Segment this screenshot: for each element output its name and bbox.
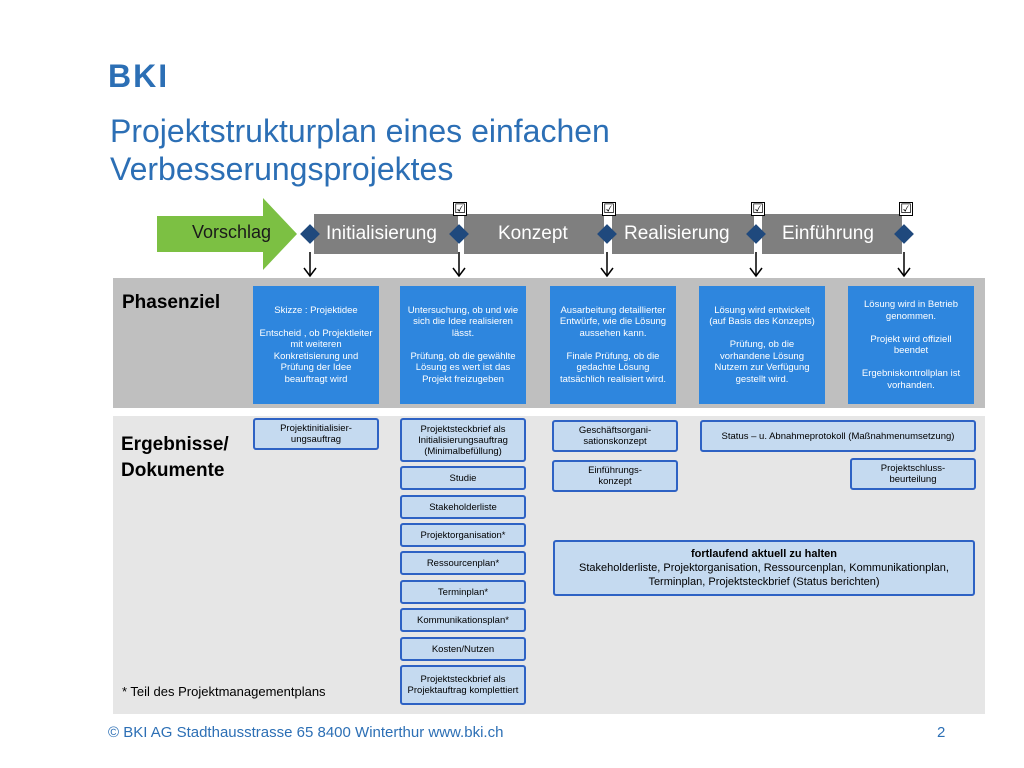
section-label-ergebnisse: Ergebnisse/ Dokumente: [121, 432, 229, 484]
page-title-line1: Projektstrukturplan eines einfachen: [110, 113, 610, 149]
arrow-down-icon: [600, 252, 614, 278]
doc-fortlaufend-title: fortlaufend aktuell zu halten: [690, 548, 838, 560]
arrow-down-icon: [303, 252, 317, 278]
doc-fortlaufend: fortlaufend aktuell zu halten Stakeholde…: [553, 540, 975, 596]
vorschlag-arrow: [157, 198, 297, 270]
checkbox-checked-icon: ☑: [602, 201, 616, 216]
goal-box-abschluss: Lösung wird in Betrieb genommen. Projekt…: [848, 286, 974, 404]
phase-einfuehrung: Einführung: [762, 214, 902, 254]
checkbox-checked-icon: ☑: [899, 201, 913, 216]
page-title-line2: Verbesserungsprojektes: [110, 151, 454, 187]
goal-box-einfuehrung: Lösung wird entwickelt (auf Basis des Ko…: [699, 286, 825, 404]
phase-realisierung-label: Realisierung: [624, 223, 730, 244]
arrow-down-icon: [897, 252, 911, 278]
checkbox-checked-icon: ☑: [453, 201, 467, 216]
doc-projektschlussbeurteilung: Projektschluss- beurteilung: [850, 458, 976, 490]
checkbox-checked-icon: ☑: [751, 201, 765, 216]
bki-logo: BKI: [108, 58, 170, 94]
phase-einfuehrung-label: Einführung: [782, 223, 874, 244]
doc-stakeholderliste: Stakeholderliste: [400, 495, 526, 519]
goal-box-realisierung: Ausarbeitung detaillierter Entwürfe, wie…: [550, 286, 676, 404]
doc-fortlaufend-body: Stakeholderliste, Projektorganisation, R…: [579, 562, 949, 588]
doc-projektorganisation: Projektorganisation*: [400, 523, 526, 547]
section-label-phasenziel: Phasenziel: [122, 292, 221, 313]
doc-projektinitialisierungsauftrag: Projektinitialisier- ungsauftrag: [253, 418, 379, 450]
doc-status-abnahmeprotokoll: Status – u. Abnahmeprotokoll (Maßnahmenu…: [700, 420, 976, 452]
doc-kosten-nutzen: Kosten/Nutzen: [400, 637, 526, 661]
doc-terminplan: Terminplan*: [400, 580, 526, 604]
doc-geschaeftsorganisationskonzept: Geschäftsorgani- sationskonzept: [552, 420, 678, 452]
doc-einfuehrungskonzept: Einführungs- konzept: [552, 460, 678, 492]
doc-ressourcenplan: Ressourcenplan*: [400, 551, 526, 575]
phase-initialisierung: Initialisierung: [314, 214, 458, 254]
page-title: Projektstrukturplan eines einfachen Verb…: [110, 112, 810, 188]
phase-konzept: Konzept: [464, 214, 604, 254]
doc-studie: Studie: [400, 466, 526, 490]
doc-projektsteckbrief-initialisierung: Projektsteckbrief als Initialisierungsau…: [400, 418, 526, 462]
doc-kommunikationsplan: Kommunikationsplan*: [400, 608, 526, 632]
footer-text: © BKI AG Stadthausstrasse 65 8400 Winter…: [108, 724, 504, 741]
phase-initialisierung-label: Initialisierung: [326, 223, 437, 244]
phase-konzept-label: Konzept: [498, 223, 568, 244]
arrow-down-icon: [749, 252, 763, 278]
section-label-ergebnisse-line2: Dokumente: [121, 460, 225, 481]
phase-vorschlag-label: Vorschlag: [192, 222, 272, 242]
phase-realisierung: Realisierung: [612, 214, 754, 254]
section-label-ergebnisse-line1: Ergebnisse/: [121, 434, 229, 455]
arrow-down-icon: [452, 252, 466, 278]
doc-projektsteckbrief-komplett: Projektsteckbrief als Projektauftrag kom…: [400, 665, 526, 705]
goal-box-initialisierung: Skizze : Projektidee Entscheid , ob Proj…: [253, 286, 379, 404]
page-number: 2: [937, 724, 946, 741]
footnote: * Teil des Projektmanagementplans: [122, 684, 326, 699]
goal-box-konzept: Untersuchung, ob und wie sich die Idee r…: [400, 286, 526, 404]
